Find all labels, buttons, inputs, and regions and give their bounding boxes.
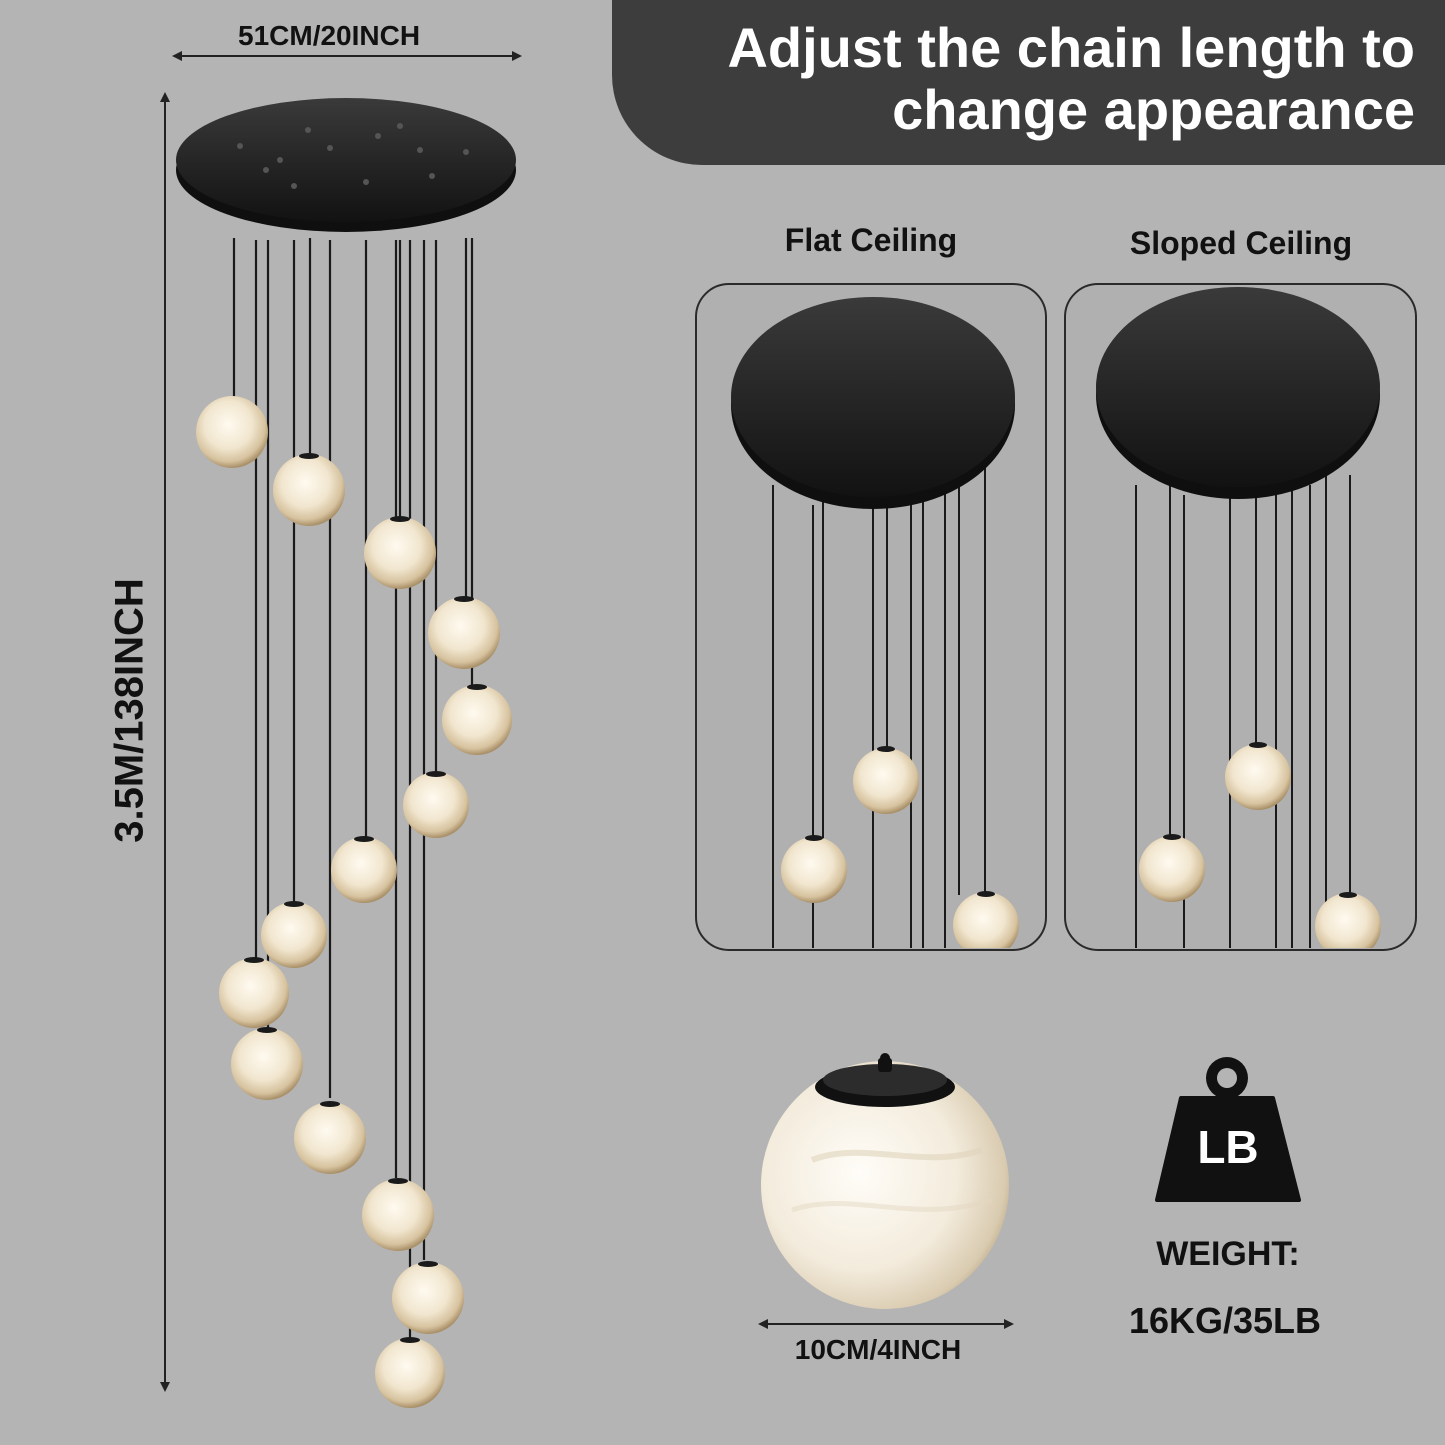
flat-ceiling-title: Flat Ceiling <box>784 222 958 258</box>
globe-dimension-arrow <box>758 1319 1014 1329</box>
sloped-ceiling-panel <box>1064 283 1417 951</box>
height-dimension-arrow <box>160 92 170 1392</box>
flat-ceiling-panel <box>695 283 1047 951</box>
height-dimension-label: 3.5M/138INCH <box>107 578 152 843</box>
headline-banner: Adjust the chain length to change appear… <box>612 0 1445 165</box>
weight-value: 16KG/35LB <box>1128 1300 1322 1341</box>
sloped-ceiling-illustration <box>1096 287 1381 948</box>
headline-line-1: Adjust the chain length to <box>727 16 1415 79</box>
chandelier-illustration <box>176 98 516 1408</box>
flat-ceiling-illustration <box>731 297 1019 948</box>
globe-dimension-label: 10CM/4INCH <box>794 1334 962 1365</box>
globe-detail-illustration <box>761 1053 1009 1309</box>
weight-icon-text: LB <box>1197 1121 1259 1173</box>
weight-label: WEIGHT: <box>1156 1235 1300 1273</box>
weight-icon: LB <box>1155 1050 1305 1202</box>
headline-line-2: change appearance <box>892 78 1415 141</box>
width-dimension-arrow <box>172 51 522 61</box>
width-dimension-label: 51CM/20INCH <box>238 20 421 51</box>
sloped-ceiling-title: Sloped Ceiling <box>1129 225 1353 261</box>
